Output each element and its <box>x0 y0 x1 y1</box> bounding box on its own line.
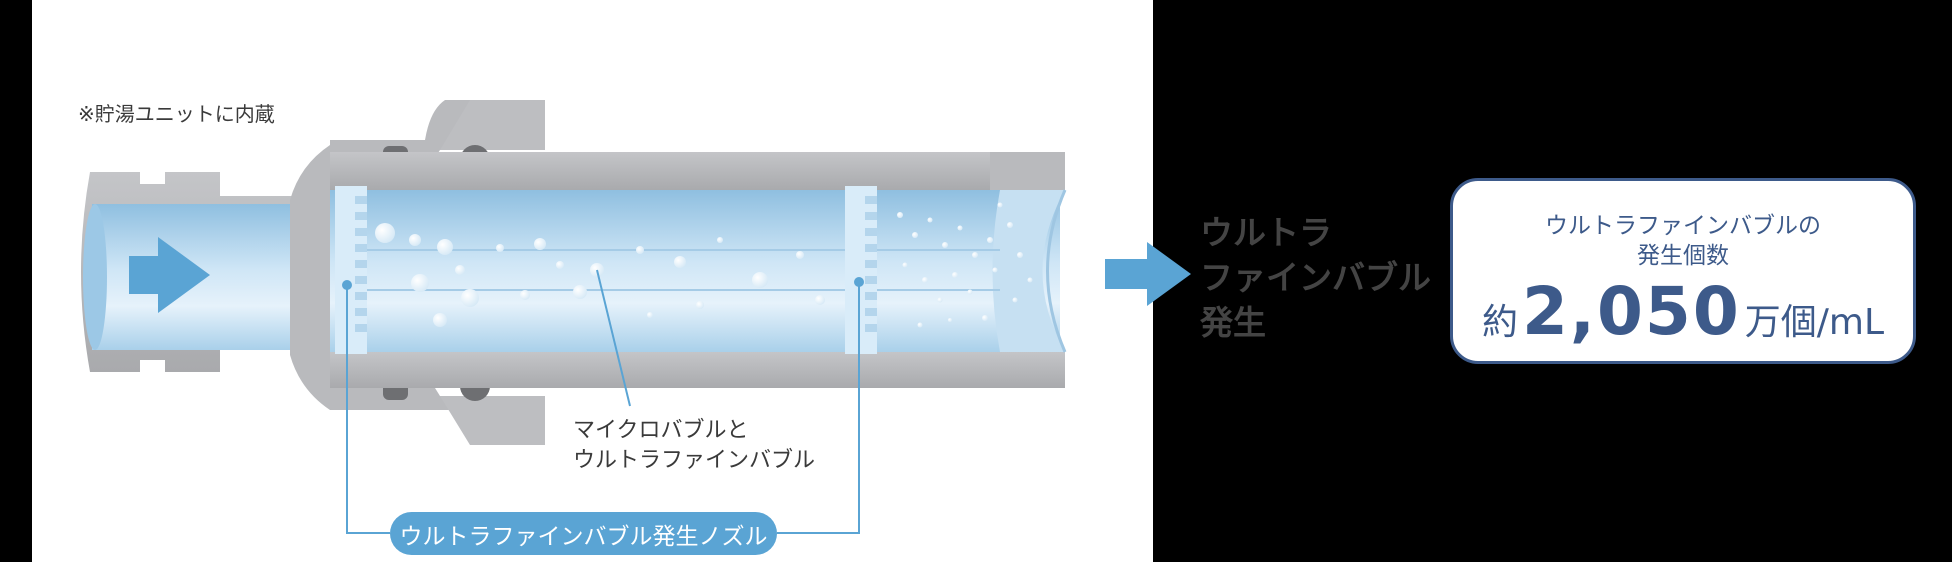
stat-caption-line2: 発生個数 <box>1637 243 1729 269</box>
main-tube <box>330 152 1067 388</box>
result-line3: 発生 <box>1200 303 1266 342</box>
bubbles-label-line1: マイクロバブルと <box>573 418 749 443</box>
bubbles <box>375 202 1033 328</box>
stat-value-row: 約 2,050 万個/mL <box>1453 277 1913 347</box>
result-line1: ウルトラ <box>1200 213 1332 252</box>
bubbles-label: マイクロバブルと ウルトラファインバブル <box>573 416 815 476</box>
stat-caption: ウルトラファインバブルの 発生個数 <box>1453 211 1913 271</box>
stat-number: 2,050 <box>1521 273 1741 350</box>
nozzle-cross-section <box>81 100 1067 534</box>
stat-caption-line1: ウルトラファインバブルの <box>1545 213 1821 239</box>
callout-lines <box>346 269 860 534</box>
stat-unit: 万個/mL <box>1744 302 1885 343</box>
bubbles-label-line2: ウルトラファインバブル <box>573 448 816 473</box>
stat-box: ウルトラファインバブルの 発生個数 約 2,050 万個/mL <box>1450 178 1916 364</box>
built-in-note: ※貯湯ユニットに内蔵 <box>78 102 275 126</box>
nozzle-disc-1 <box>335 186 367 354</box>
result-line2: ファインバブル <box>1200 258 1431 297</box>
result-text: ウルトラ ファインバブル 発生 <box>1200 210 1431 345</box>
nozzle-disc-2 <box>845 186 877 354</box>
stat-prefix: 約 <box>1481 302 1518 343</box>
flow-arrow-out-icon <box>1105 242 1191 306</box>
nozzle-label-pill: ウルトラファインバブル発生ノズル <box>390 512 777 555</box>
flow-arrow-in-icon <box>129 237 210 313</box>
